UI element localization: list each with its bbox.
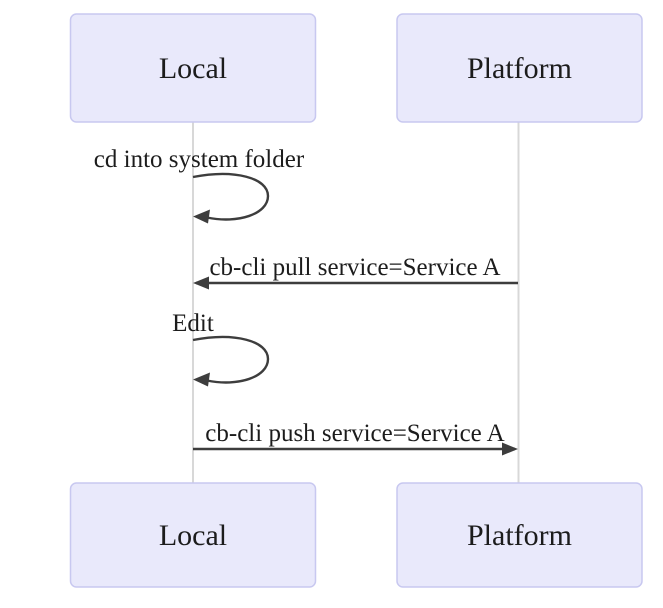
self-loop-label: cd into system folder (94, 146, 305, 173)
self-loop-edit: Edit (172, 310, 270, 387)
actor-label-platform-bottom: Platform (467, 519, 572, 552)
actor-label-local-top: Local (159, 52, 227, 85)
self-loop-arrow (192, 335, 270, 384)
actor-box (396, 13, 643, 123)
self-loop-label: Edit (172, 310, 214, 337)
actor-platform-bottom: Platform (396, 482, 643, 588)
message-push-arrowhead (502, 442, 518, 456)
message-pull-label: cb-cli pull service=Service A (209, 254, 500, 281)
self-loop-arrowhead (193, 209, 210, 224)
actor-box (396, 482, 643, 588)
actor-local-top: Local (69, 13, 317, 123)
actor-local-bottom: Local (69, 482, 317, 588)
message-pull-arrowhead (193, 276, 209, 290)
message-push: cb-cli push service=Service A (193, 420, 518, 456)
message-push-label: cb-cli push service=Service A (205, 420, 504, 447)
self-loop-cd-into-system-folder: cd into system folder (94, 146, 305, 224)
message-pull: cb-cli pull service=Service A (193, 254, 518, 290)
actor-platform-top: Platform (396, 13, 643, 123)
actor-label-local-bottom: Local (159, 519, 227, 552)
self-loop-arrowhead (193, 372, 210, 387)
self-loop-arrow (192, 172, 270, 221)
actor-label-platform-top: Platform (467, 52, 572, 85)
actor-box (69, 482, 317, 588)
actor-box (69, 13, 317, 123)
